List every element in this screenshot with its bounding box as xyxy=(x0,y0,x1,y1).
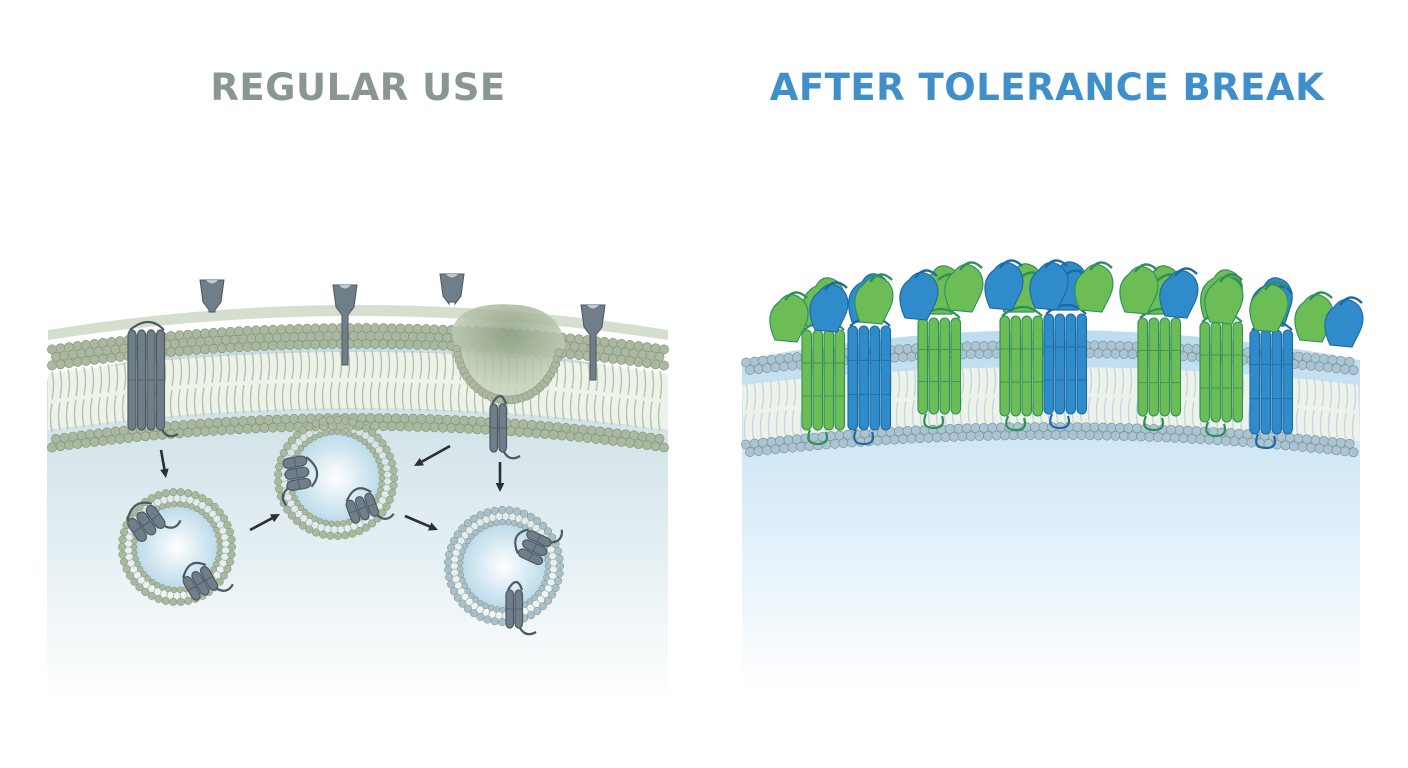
surface-receptor-3 xyxy=(439,273,465,306)
down-arrow-icon xyxy=(159,449,169,478)
membrane-receptor-5 xyxy=(1043,261,1088,430)
extracellular-domain-4 xyxy=(899,269,939,321)
extracellular-domain-10 xyxy=(1159,267,1199,319)
surface-receptor-4 xyxy=(580,304,606,381)
membrane-receptor-bundle xyxy=(127,320,179,438)
extracellular-domain-7 xyxy=(1029,259,1069,311)
vesicle3-receptor-a xyxy=(514,528,564,566)
extracellular-domain-3 xyxy=(854,273,894,325)
gray-receptors xyxy=(126,273,606,636)
vesicle2-receptor-b xyxy=(345,487,395,524)
regular-use-title: REGULAR USE xyxy=(210,66,506,109)
extracellular-domain-8 xyxy=(1074,261,1114,313)
extracellular-domain-14 xyxy=(1324,296,1364,348)
colored-receptors xyxy=(769,259,1364,450)
trafficking-arrows xyxy=(159,444,505,532)
down-arrow-icon xyxy=(495,462,505,492)
pit-receptor xyxy=(489,394,521,460)
extracellular-domain-12 xyxy=(1249,281,1289,333)
membrane-receptor-2 xyxy=(847,273,892,446)
endocytic-pit-membrane xyxy=(452,344,564,405)
extracellular-domain-1 xyxy=(769,291,809,343)
extracellular-domain-2 xyxy=(809,281,849,333)
surface-receptor-1 xyxy=(199,279,225,313)
surface-receptor-2 xyxy=(332,284,358,366)
extracellular-domain-6 xyxy=(984,259,1024,311)
right-arrow-icon xyxy=(249,514,280,532)
extracellular-domain-11 xyxy=(1204,273,1244,325)
after-tolerance-break-title: AFTER TOLERANCE BREAK xyxy=(769,66,1325,109)
extracellular-domain-5 xyxy=(944,261,984,313)
endocytic-pit xyxy=(452,304,565,398)
vesicle1-receptor-a xyxy=(126,501,182,542)
vesicle2-receptor-a xyxy=(281,455,319,507)
down-right-arrow-icon xyxy=(404,514,438,531)
vesicle1-receptor-b xyxy=(182,561,234,601)
after-tolerance-break-panel xyxy=(741,259,1364,690)
down-left-arrow-icon xyxy=(414,444,451,466)
extracellular-domain-9 xyxy=(1119,263,1159,315)
regular-use-panel xyxy=(47,273,669,700)
vesicle3-receptor-b xyxy=(505,580,537,636)
